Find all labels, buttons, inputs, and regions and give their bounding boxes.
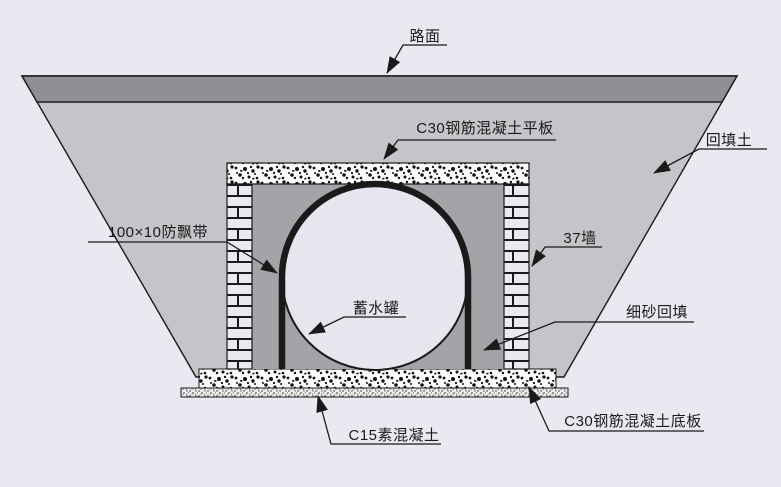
brick-wall-left (226, 183, 253, 370)
brick-wall-right (503, 183, 530, 370)
c15-plain-concrete-strip (180, 387, 569, 398)
leader-anti-float-band (88, 241, 278, 274)
leader-fine-sand (483, 321, 694, 351)
label-brick-wall: 37墙 (563, 230, 596, 247)
leader-c15-concrete (316, 395, 441, 445)
leader-road-surface (386, 44, 447, 74)
road-surface-band (20, 75, 739, 103)
label-top-slab: C30钢筋混凝土平板 (416, 119, 554, 137)
label-c15-concrete: C15素混凝土 (348, 427, 439, 444)
leader-bottom-slab (528, 386, 704, 432)
leader-water-tank (308, 316, 406, 335)
leader-backfill-soil (653, 148, 767, 174)
label-anti-float-band: 100×10防飘带 (108, 224, 208, 241)
label-bottom-slab: C30钢筋混凝土底板 (564, 412, 702, 430)
label-road-surface: 路面 (409, 28, 440, 45)
anti-float-band-arch (278, 180, 472, 369)
leader-brick-wall (531, 246, 602, 267)
label-fine-sand: 细砂回填 (626, 304, 688, 321)
leader-top-slab (383, 139, 556, 160)
label-backfill-soil: 回填土 (706, 132, 753, 149)
c30-bottom-slab (198, 368, 557, 389)
label-water-tank: 蓄水罐 (353, 300, 400, 317)
